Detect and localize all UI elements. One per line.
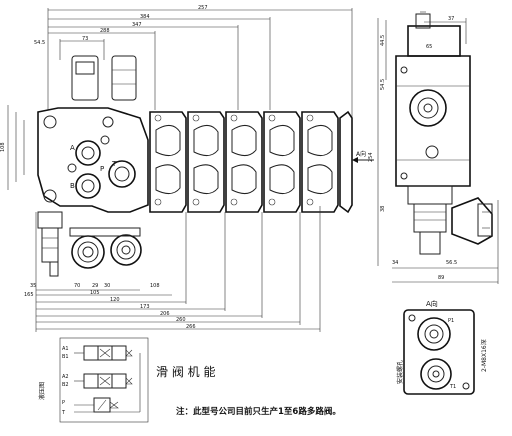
schematic-title: 滑 阀 机 能 (156, 365, 215, 379)
dim-108: 108 (0, 142, 6, 152)
side-dim-34: 34 (392, 260, 398, 266)
mount-hole-2 (43, 189, 57, 203)
section-3 (225, 111, 263, 213)
a-view-title: A向 (426, 299, 438, 308)
footnote: 注：此型号公司目前只生产1至6路多路阀。 (176, 406, 341, 417)
schematic-label-a1: A1 (62, 346, 69, 352)
side-dim-89: 89 (438, 275, 444, 281)
side-dim-65: 65 (426, 44, 432, 50)
dim-257: 257 (198, 5, 208, 11)
dim-260: 260 (176, 317, 186, 323)
dim-54-5: 54.5 (34, 40, 45, 46)
dim-206: 206 (160, 311, 170, 317)
section-4 (263, 111, 301, 213)
schematic-label-b2: B2 (62, 382, 69, 388)
schematic-side-label: 液压图 (38, 382, 46, 400)
working-sections (149, 110, 353, 214)
section-1 (149, 111, 187, 213)
schematic-label-t: T (61, 410, 66, 416)
port-p-boss (108, 160, 136, 188)
end-cap (339, 110, 353, 214)
dim-70: 70 (74, 283, 80, 289)
front-top-dimensions: 257 384 347 288 73 54.5 (34, 5, 353, 150)
dim-30: 30 (104, 283, 110, 289)
a-view-port-top (417, 317, 451, 351)
port-label-a: A (70, 144, 75, 152)
a-view: A向 P1 T1 安装螺孔 2-M8X16深 (396, 299, 488, 395)
view-arrow-a: A向 (352, 150, 374, 163)
inlet-body: A B T P (37, 107, 149, 213)
port-a-boss (75, 140, 101, 166)
dim-108-bottom: 108 (150, 283, 160, 289)
dim-347: 347 (132, 22, 142, 28)
section-5 (301, 111, 339, 213)
front-bottom-dimensions: 35 70 29 30 105 120 173 206 260 266 165 … (24, 206, 321, 332)
dim-105: 105 (90, 290, 100, 296)
svg-text:P1: P1 (448, 318, 454, 324)
dim-120: 120 (110, 297, 120, 303)
a-view-note-right: 2-M8X16深 (480, 339, 488, 372)
lower-ports (69, 227, 142, 269)
dim-266: 266 (186, 324, 196, 330)
side-dim-38: 38 (380, 206, 386, 212)
side-dim-254: 254 (368, 152, 374, 162)
front-view: 257 384 347 288 73 54.5 108 (0, 5, 374, 332)
a-view-port-bottom (420, 358, 452, 390)
dim-384: 384 (140, 14, 150, 20)
side-dim-44-5: 44.5 (380, 35, 386, 46)
spool-1 (83, 345, 133, 361)
dim-173: 173 (140, 304, 150, 310)
relief-symbol (93, 397, 119, 413)
side-dimensions: 254 44.5 54.5 38 65 37 34 56.5 89 (368, 16, 499, 284)
hydraulic-schematic: A1 B1 A2 B2 P T (38, 337, 215, 423)
side-fitting (37, 211, 63, 277)
schematic-label-b1: B1 (62, 354, 69, 360)
side-view: 254 44.5 54.5 38 65 37 34 56.5 89 (368, 11, 499, 284)
port-label-b: B (70, 182, 75, 190)
a-view-note-left: 安装螺孔 (396, 360, 404, 384)
side-dim-54-5: 54.5 (380, 79, 386, 90)
dim-73: 73 (82, 36, 88, 42)
svg-text:T1: T1 (449, 384, 456, 390)
view-arrow-label: A向 (356, 150, 366, 158)
port-label-t: T (111, 160, 117, 168)
dim-165: 165 (24, 292, 34, 298)
side-dim-56-5: 56.5 (446, 260, 457, 266)
schematic-label-p: P (62, 400, 65, 406)
mount-hole-1 (43, 115, 57, 129)
relief-valve (71, 55, 137, 101)
dim-35: 35 (30, 283, 36, 289)
front-left-dimensions: 108 (0, 105, 25, 190)
side-dim-37: 37 (448, 16, 454, 22)
port-label-p: P (100, 165, 104, 173)
spool-2 (83, 373, 133, 389)
port-b-boss (75, 173, 101, 199)
section-2 (187, 111, 225, 213)
dim-288: 288 (100, 28, 110, 34)
schematic-label-a2: A2 (62, 374, 69, 380)
dim-29: 29 (92, 283, 98, 289)
